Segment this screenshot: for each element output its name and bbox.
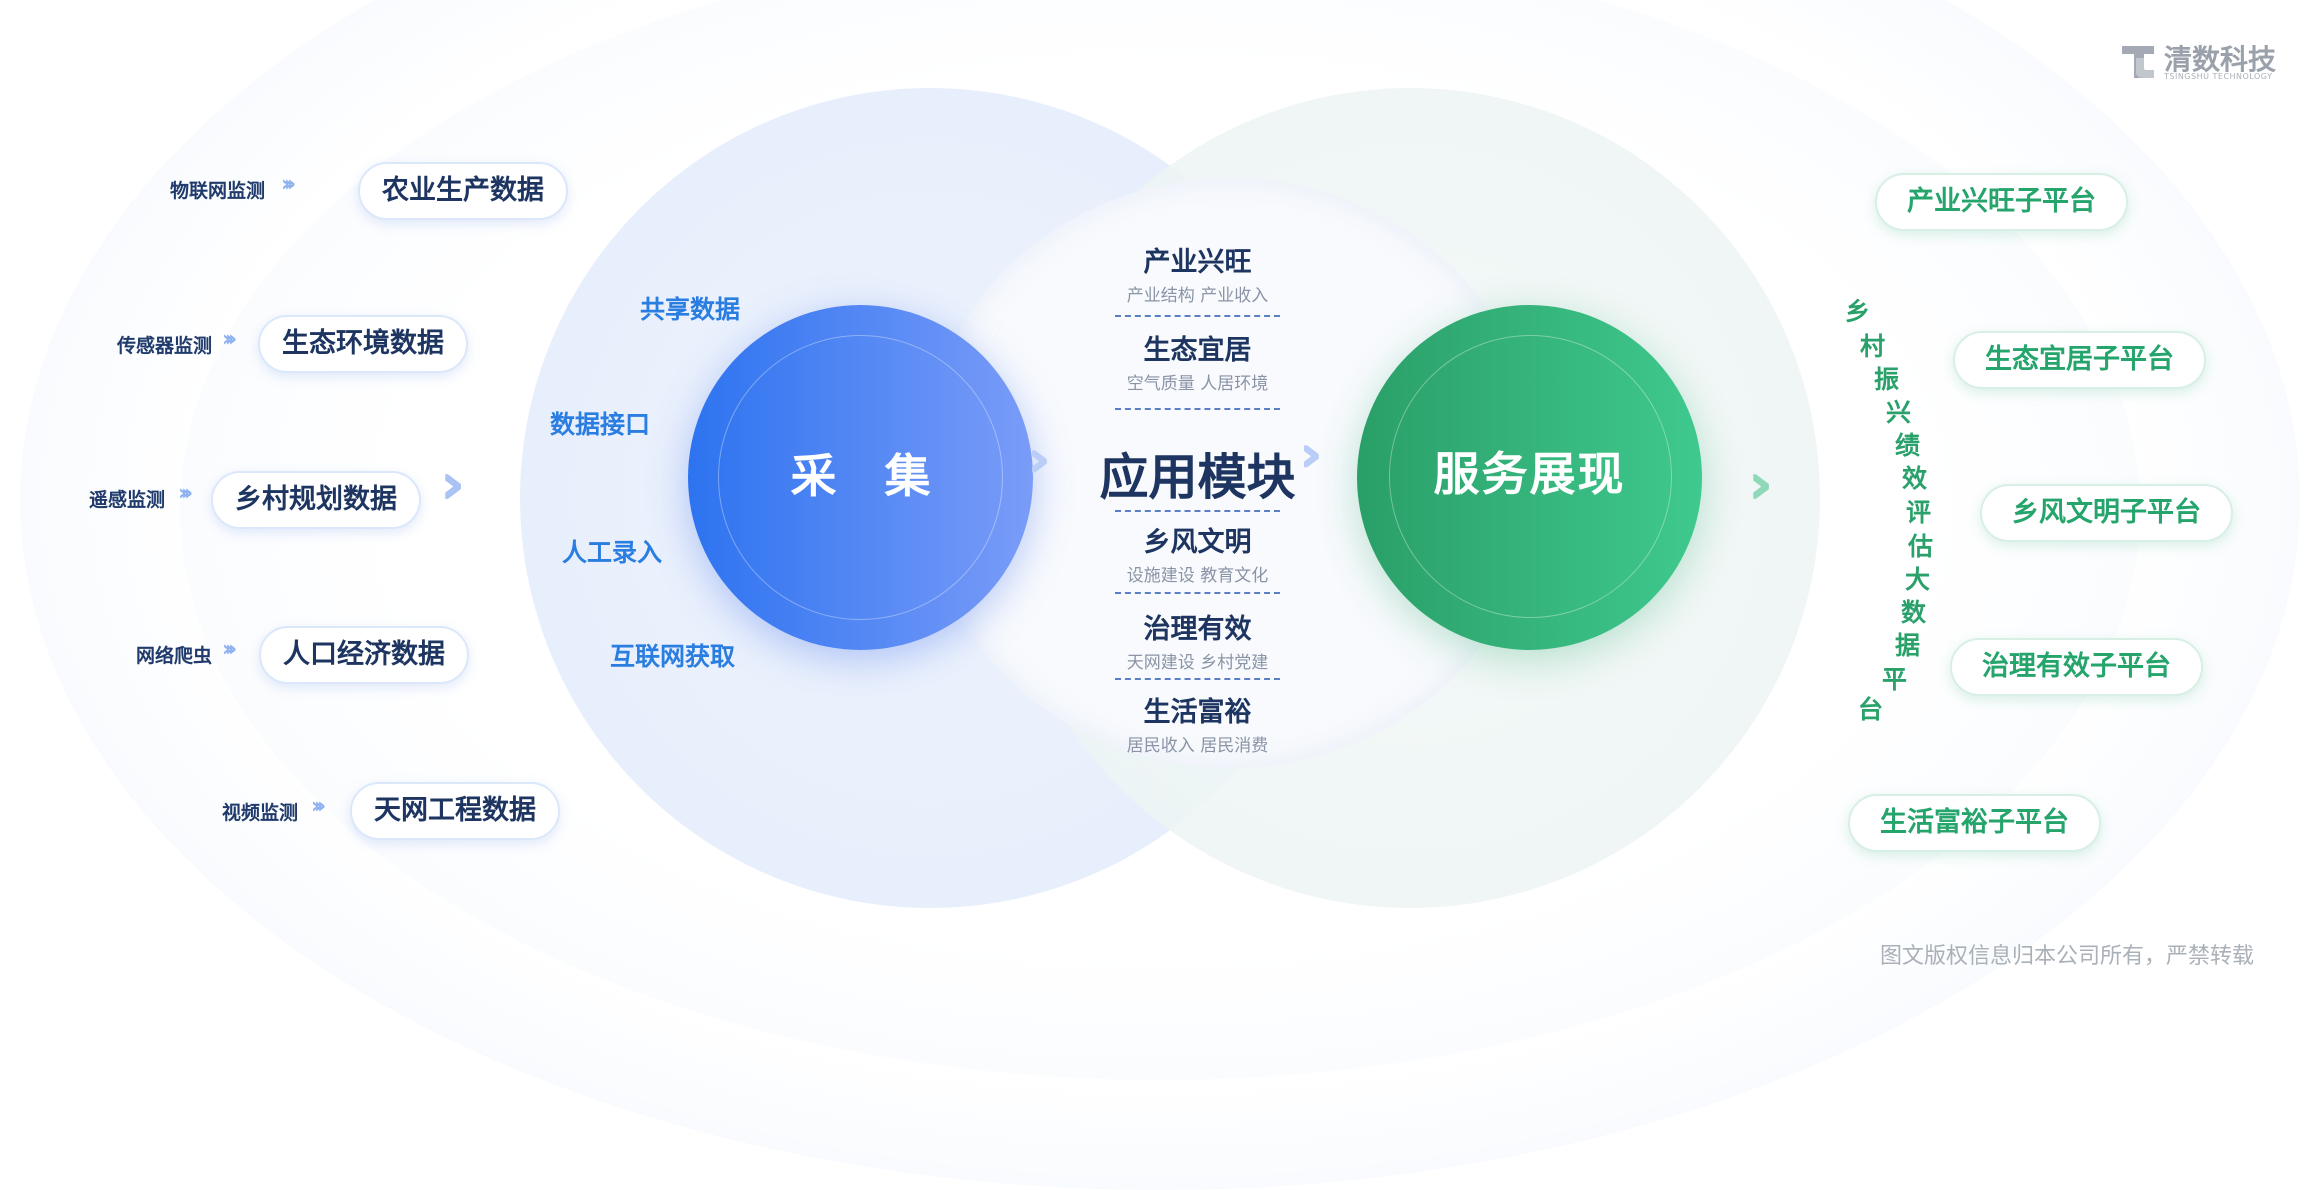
input-method-label: 互联网获取 bbox=[610, 642, 736, 671]
input-method-label: 人工录入 bbox=[562, 538, 663, 567]
brand-logo-icon bbox=[2122, 46, 2154, 78]
input-method-label: 数据接口 bbox=[550, 410, 651, 439]
vertical-title-char: 村 bbox=[1860, 332, 1886, 361]
platform-pill: 生态宜居子平台 bbox=[1953, 331, 2206, 389]
vertical-title-char: 据 bbox=[1895, 631, 1921, 660]
flow-chevron-icon: ››› bbox=[440, 452, 467, 517]
source-method-label: 传感器监测 bbox=[116, 335, 212, 357]
module-divider bbox=[1115, 315, 1280, 317]
service-title: 服务展现 bbox=[1433, 447, 1626, 501]
vertical-title-char: 绩 bbox=[1895, 431, 1921, 460]
chevron-right-icon: ››› bbox=[178, 481, 193, 506]
module-subtitle: 天网建设 乡村党建 bbox=[1126, 653, 1269, 673]
chevron-right-icon: ››› bbox=[311, 794, 326, 819]
flow-chevron-icon: ››› bbox=[1748, 452, 1775, 517]
vertical-title-char: 乡 bbox=[1845, 297, 1871, 326]
copyright-notice: 图文版权信息归本公司所有，严禁转载 bbox=[1880, 944, 2255, 969]
module-title: 产业兴旺 bbox=[1143, 247, 1252, 278]
module-subtitle: 产业结构 产业收入 bbox=[1126, 286, 1269, 306]
vertical-title-char: 振 bbox=[1874, 365, 1900, 394]
source-method-label: 网络爬虫 bbox=[135, 645, 212, 667]
vertical-title-char: 平 bbox=[1882, 665, 1908, 694]
module-title: 生活富裕 bbox=[1143, 697, 1252, 728]
platform-pill: 产业兴旺子平台 bbox=[1875, 173, 2128, 231]
vertical-title-char: 兴 bbox=[1886, 398, 1912, 427]
vertical-title-char: 效 bbox=[1902, 464, 1928, 493]
source-data-pill: 天网工程数据 bbox=[350, 782, 560, 840]
source-method-label: 视频监测 bbox=[221, 802, 298, 824]
chevron-right-icon: ››› bbox=[281, 172, 296, 197]
module-item: 产业兴旺 产业结构 产业收入 bbox=[1095, 240, 1300, 306]
platform-pill: 乡风文明子平台 bbox=[1980, 484, 2233, 542]
brand-name: 清数科技 bbox=[2164, 43, 2277, 76]
module-subtitle: 居民收入 居民消费 bbox=[1126, 736, 1269, 756]
module-divider bbox=[1115, 510, 1280, 512]
platform-pill: 生活富裕子平台 bbox=[1848, 794, 2101, 852]
service-inner-ring bbox=[1389, 335, 1672, 618]
input-method-label: 共享数据 bbox=[640, 295, 741, 324]
module-subtitle: 设施建设 教育文化 bbox=[1126, 566, 1269, 586]
collect-title: 采集 bbox=[790, 449, 979, 503]
source-data-pill: 乡村规划数据 bbox=[211, 471, 421, 529]
chevron-right-icon: ››› bbox=[222, 327, 237, 352]
vertical-title-char: 估 bbox=[1908, 532, 1934, 561]
chevron-right-icon: ››› bbox=[222, 637, 237, 662]
brand-subtitle: TSINGSHU TECHNOLOGY bbox=[2164, 72, 2273, 81]
module-title: 治理有效 bbox=[1143, 614, 1252, 645]
module-title: 乡风文明 bbox=[1143, 527, 1252, 558]
source-method-label: 遥感监测 bbox=[88, 489, 165, 511]
platform-pill: 治理有效子平台 bbox=[1950, 638, 2203, 696]
source-data-pill: 农业生产数据 bbox=[358, 162, 568, 220]
vertical-title-char: 台 bbox=[1858, 695, 1884, 724]
module-item: 治理有效 天网建设 乡村党建 bbox=[1095, 607, 1300, 673]
module-title: 生态宜居 bbox=[1143, 335, 1252, 366]
module-divider bbox=[1115, 592, 1280, 594]
vertical-title-char: 评 bbox=[1906, 498, 1932, 527]
collect-inner-ring bbox=[718, 335, 1003, 620]
vertical-title-char: 数 bbox=[1901, 598, 1927, 627]
module-subtitle: 空气质量 人居环境 bbox=[1126, 374, 1269, 394]
center-title: 应用模块 bbox=[1099, 449, 1296, 506]
source-method-label: 物联网监测 bbox=[169, 180, 265, 202]
module-item: 生态宜居 空气质量 人居环境 bbox=[1095, 328, 1300, 394]
vertical-title-char: 大 bbox=[1905, 565, 1931, 594]
module-item: 乡风文明 设施建设 教育文化 bbox=[1095, 520, 1300, 586]
source-data-pill: 人口经济数据 bbox=[259, 626, 469, 684]
module-divider bbox=[1115, 408, 1280, 410]
module-divider bbox=[1115, 678, 1280, 680]
source-data-pill: 生态环境数据 bbox=[258, 315, 468, 373]
module-item: 生活富裕 居民收入 居民消费 bbox=[1095, 690, 1300, 756]
